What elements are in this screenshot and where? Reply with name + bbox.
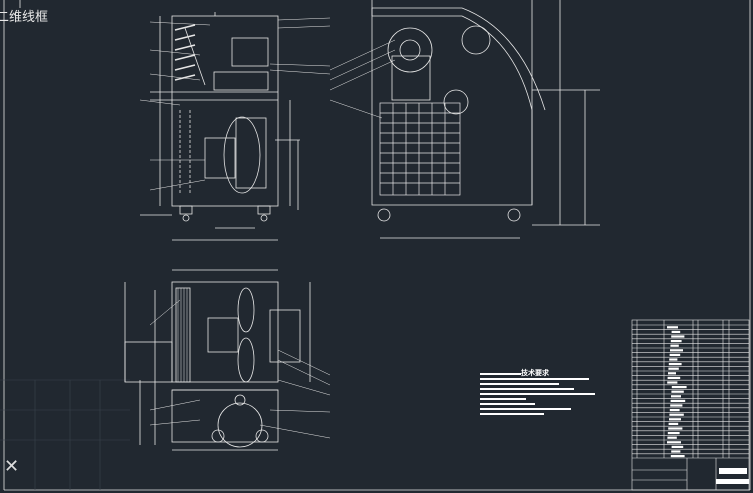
side-view[interactable] bbox=[329, 0, 600, 239]
parts-list-cell bbox=[668, 372, 676, 375]
parts-list-cell bbox=[671, 445, 684, 448]
ucs-icon: ✕ bbox=[4, 456, 20, 477]
parts-list-cell bbox=[670, 344, 679, 347]
parts-list-cell bbox=[671, 335, 685, 338]
grid-guides bbox=[0, 379, 130, 490]
parts-list-cell bbox=[667, 326, 678, 329]
parts-list-cell bbox=[668, 367, 679, 370]
parts-list-cell bbox=[670, 399, 686, 402]
parts-list-cell bbox=[670, 404, 683, 407]
technical-notes-title: 技术要求 bbox=[521, 368, 549, 378]
parts-list-cell bbox=[670, 455, 685, 458]
parts-list-cell bbox=[671, 390, 684, 393]
parts-list-cell bbox=[667, 436, 677, 439]
top-view[interactable] bbox=[124, 269, 331, 451]
parts-list-cell bbox=[671, 395, 681, 398]
parts-list-cell bbox=[668, 422, 679, 425]
parts-list-cell bbox=[671, 386, 687, 389]
front-view[interactable] bbox=[139, 12, 331, 241]
parts-list-cell bbox=[668, 427, 683, 430]
parts-list-cell bbox=[669, 413, 684, 416]
parts-list-cell bbox=[667, 432, 680, 435]
parts-list-cell bbox=[669, 409, 680, 412]
parts-list-cell bbox=[667, 441, 681, 444]
title-block[interactable] bbox=[631, 319, 750, 491]
drawing-frame bbox=[3, 0, 751, 491]
fin-grid bbox=[379, 102, 461, 196]
parts-list-cell bbox=[671, 330, 681, 333]
parts-list-cell bbox=[669, 353, 681, 356]
technical-notes bbox=[480, 373, 595, 415]
viewport-style-label[interactable]: 二维线框 bbox=[0, 10, 49, 25]
parts-list-cell bbox=[670, 340, 682, 343]
parts-list-cell bbox=[669, 418, 681, 421]
parts-list-cell bbox=[668, 363, 682, 366]
parts-list-cell bbox=[670, 349, 683, 352]
parts-list-cell bbox=[667, 381, 678, 384]
parts-list-cell bbox=[671, 450, 681, 453]
parts-list-cell bbox=[667, 376, 681, 379]
parts-list-cell bbox=[669, 358, 678, 361]
